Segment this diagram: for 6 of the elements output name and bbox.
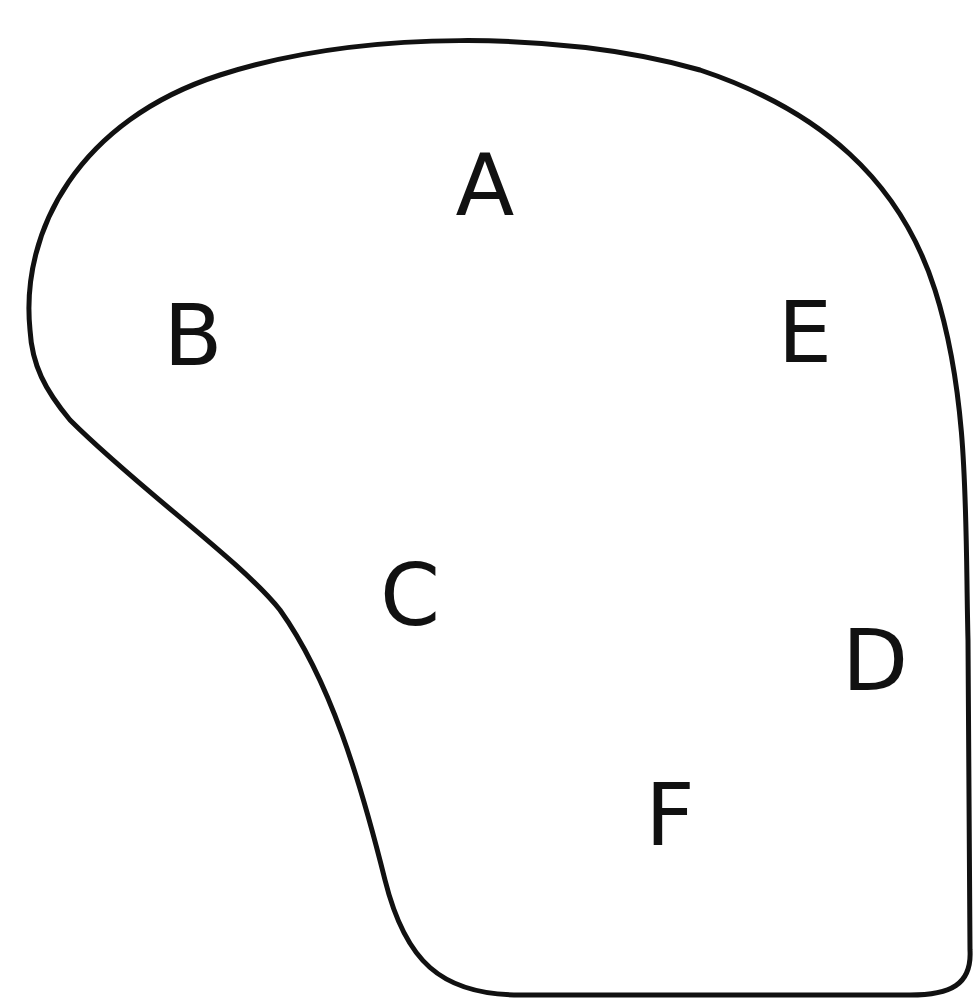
point-label: C — [379, 552, 441, 638]
point-label: D — [841, 617, 909, 703]
point-label: E — [777, 289, 833, 375]
point-label: A — [455, 142, 515, 228]
point-label: B — [163, 292, 223, 378]
point-label: F — [645, 772, 695, 858]
